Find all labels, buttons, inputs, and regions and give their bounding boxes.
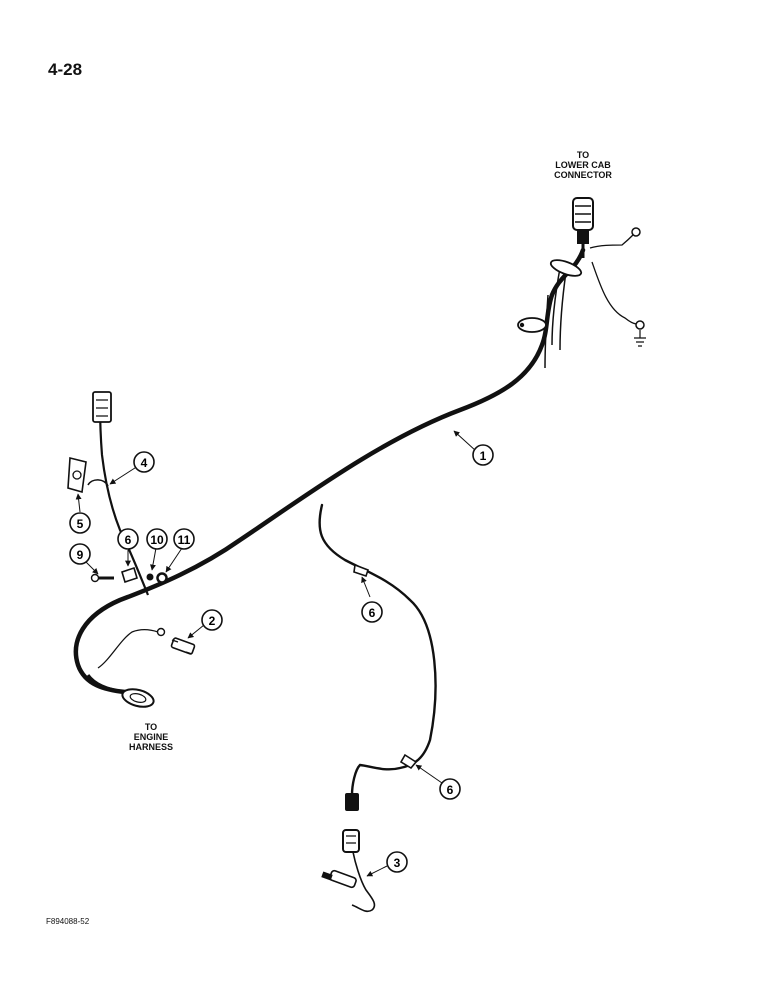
harness-clip-lower	[399, 753, 418, 770]
leader-6-middle	[361, 576, 371, 598]
callout-4: 4	[133, 451, 155, 473]
mounting-bracket	[67, 456, 87, 494]
callout-10: 10	[146, 528, 168, 550]
callout-6-left: 6	[117, 528, 139, 550]
leader-6-lower	[415, 764, 443, 784]
washer-10	[146, 573, 154, 581]
callout-6-left-number: 6	[125, 533, 132, 547]
label-line: HARNESS	[128, 742, 173, 752]
screw-9	[90, 573, 114, 583]
lower-sensor-connector	[342, 793, 360, 853]
harness-clip-center	[353, 563, 370, 578]
left-connector	[92, 391, 112, 423]
callout-4-number: 4	[141, 456, 148, 470]
label-line: TO	[576, 150, 590, 160]
harness-branch-upper-strands	[544, 267, 567, 369]
harness-clamp-upper	[517, 259, 583, 333]
callout-9-number: 9	[77, 548, 84, 562]
main-harness-trunk	[73, 247, 586, 695]
leader-5	[75, 493, 82, 513]
label-line: LOWER CAB	[555, 160, 611, 170]
label-to-engine-harness: TO ENGINE HARNESS	[118, 722, 184, 752]
ground-symbol	[634, 330, 646, 347]
leader-2	[187, 624, 205, 639]
callout-2: 2	[201, 609, 223, 631]
engine-harness-lead	[86, 674, 126, 694]
label-line: ENGINE	[133, 732, 169, 742]
callout-5-number: 5	[77, 517, 84, 531]
ring-terminal-lower	[635, 320, 645, 330]
sensor-3-body	[321, 869, 357, 889]
figure-code: F894088-52	[46, 917, 90, 926]
callout-5: 5	[69, 512, 91, 534]
callout-6-middle-number: 6	[369, 606, 376, 620]
clip-6-left	[121, 566, 138, 584]
callout-10-number: 10	[150, 533, 164, 547]
label-line: CONNECTOR	[554, 170, 612, 180]
callout-11-number: 11	[178, 533, 191, 547]
callout-6-lower: 6	[439, 778, 461, 800]
sensor-2-body	[170, 637, 196, 655]
page-number: 4-28	[48, 60, 83, 79]
callout-6-lower-number: 6	[447, 783, 454, 797]
callout-9: 9	[69, 543, 91, 565]
leader-4	[109, 465, 139, 485]
sensor-2-terminal	[156, 627, 166, 637]
nut-11	[156, 572, 168, 584]
harness-branch-left	[98, 401, 150, 596]
lower-cab-connector	[572, 197, 594, 258]
sensor-3-lead	[351, 851, 376, 913]
callout-3-number: 3	[394, 856, 401, 870]
label-to-lower-cab-connector: TO LOWER CAB CONNECTOR	[548, 150, 618, 180]
callout-1-number: 1	[480, 449, 487, 463]
harness-branch-center	[318, 503, 437, 797]
engine-harness-connector	[121, 688, 155, 708]
label-line: TO	[144, 722, 158, 732]
leader-10	[150, 547, 157, 571]
leader-11	[165, 547, 183, 573]
leader-1	[453, 430, 477, 452]
callout-11: 11	[173, 528, 195, 550]
callout-3: 3	[386, 851, 408, 873]
callout-1: 1	[472, 444, 494, 466]
ground-wire-lower	[591, 261, 638, 325]
callout-2-number: 2	[209, 614, 216, 628]
sensor-2-lead	[97, 629, 159, 669]
callout-6-middle: 6	[361, 601, 383, 623]
leader-3	[366, 865, 388, 877]
clip-4	[87, 479, 109, 487]
callout-leaders	[75, 430, 477, 877]
ring-terminal-upper	[631, 227, 641, 237]
ground-wire-upper	[589, 233, 635, 249]
